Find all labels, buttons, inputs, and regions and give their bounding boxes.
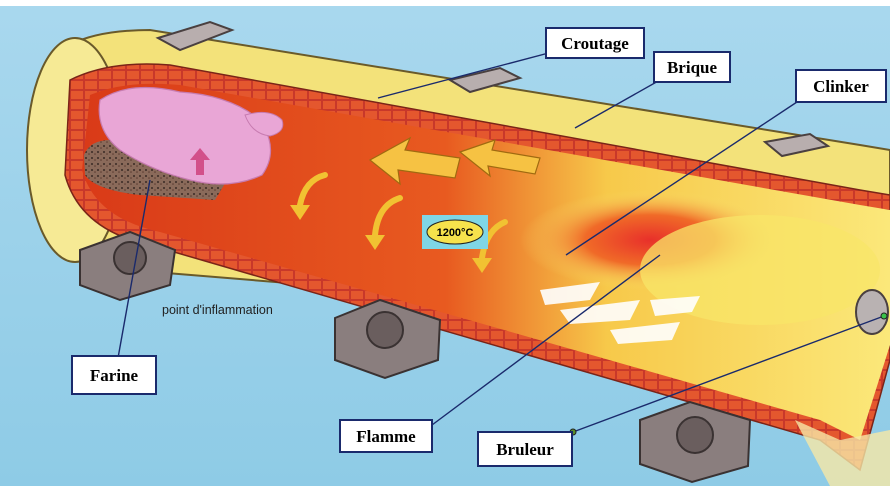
label-farine: Farine <box>72 356 156 394</box>
temperature-label: 1200°C <box>437 227 474 239</box>
svg-text:Clinker: Clinker <box>813 77 869 96</box>
label-clinker: Clinker <box>796 70 886 102</box>
label-croutage: Croutage <box>546 28 644 58</box>
label-bruleur: Bruleur <box>478 432 572 466</box>
top-border <box>0 0 890 6</box>
svg-text:Flamme: Flamme <box>356 427 416 446</box>
label-brique: Brique <box>654 52 730 82</box>
svg-text:Farine: Farine <box>90 366 139 385</box>
svg-text:Brique: Brique <box>667 58 718 77</box>
burner-nozzle <box>856 290 888 334</box>
bruleur-target-dot <box>881 313 887 319</box>
label-flamme: Flamme <box>340 420 432 452</box>
svg-text:Croutage: Croutage <box>561 34 629 53</box>
ignition-point-caption: point d'inflammation <box>162 303 273 317</box>
svg-text:Bruleur: Bruleur <box>496 440 554 459</box>
